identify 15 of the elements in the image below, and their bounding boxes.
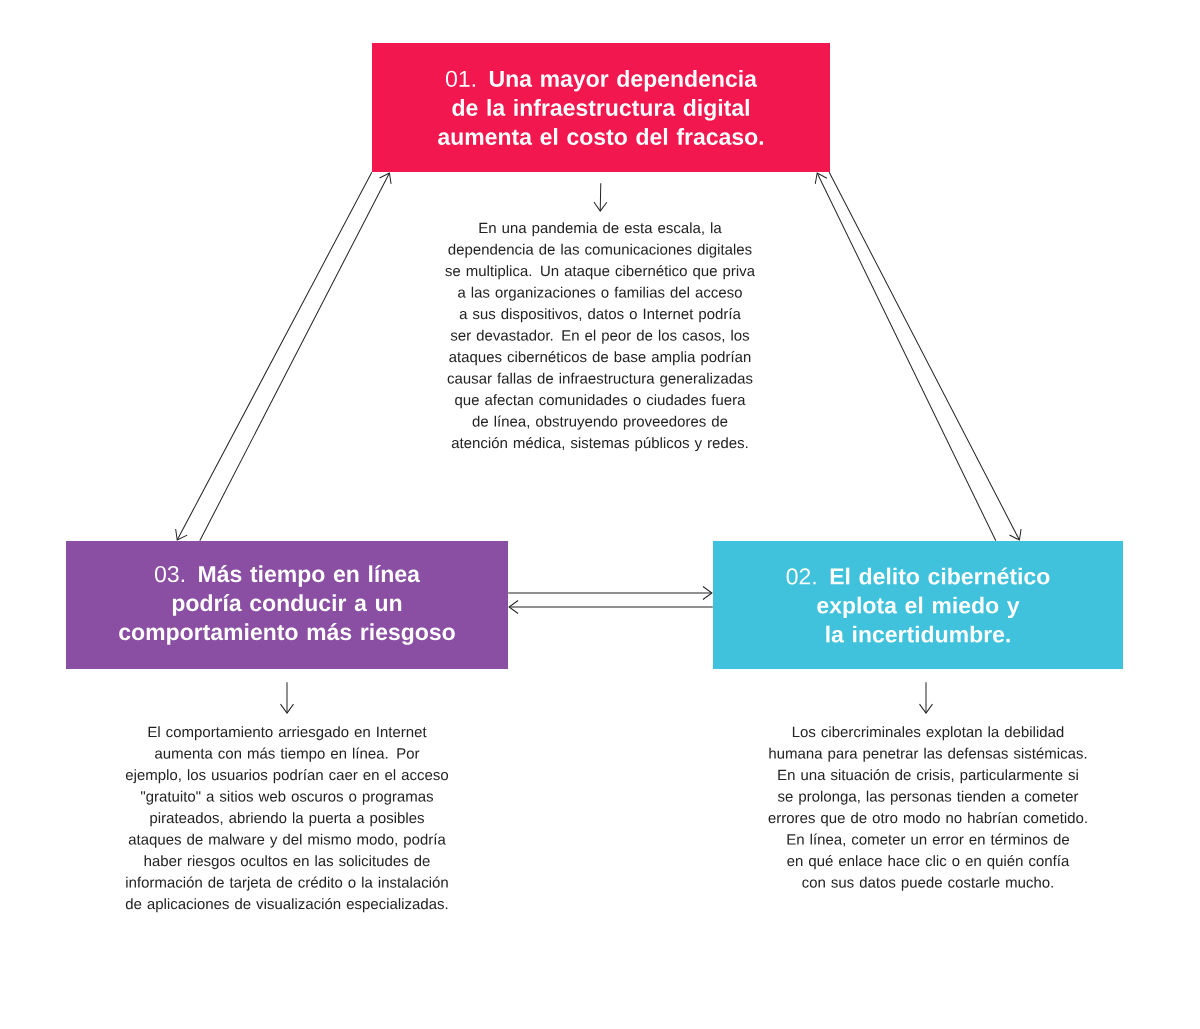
arrow <box>280 681 294 714</box>
arrow <box>919 681 933 714</box>
description-text: Los cibercriminales explotan la debilidad humana para penetrar las defensas sistémicas. En una situación de crisis, particularmente si se prolonga, las personas tienden a cometer errores que de otro modo no habrían cometido. En línea, cometer un error en términos de en qué enlace hace clic o en quién confía con sus datos puede costarle mucho. <box>768 726 1087 891</box>
arrow <box>508 600 714 614</box>
description-text: El comportamiento arriesgado en Internet aumenta con más tiempo en línea. Por ejemplo, los usuarios podrían caer en el acceso "gratuito" a sitios web oscuros o programas pirateados, abriendo la puerta a posibles ataques de malware y del mismo modo, podría haber riesgos ocultos en las solicitudes de información de tarjeta de crédito o la instalación de aplicaciones de visualización especializadas. <box>125 726 449 913</box>
title-box: 01. Una mayor dependencia de la infraestructura digital aumenta el costo del fracaso. <box>372 43 830 172</box>
arrow <box>593 182 608 212</box>
description-text: En una pandemia de esta escala, la dependencia de las comunicaciones digitales se multiplica. Un ataque cibernético que priva a las organizaciones o familias del acceso a sus dispositivos, datos o Internet podría ser devastador. En el peor de los casos, los ataques cibernéticos de base amplia podrían causar fallas de infraestructura generalizadas que afectan comunidades o ciudades fuera de línea, obstruyendo proveedores de atención médica, sistemas públicos y redes. <box>445 222 755 452</box>
arrow <box>814 172 997 542</box>
arrow <box>507 586 713 600</box>
title-box: 02. El delito cibernético explota el miedo y la incertidumbre. <box>713 541 1123 669</box>
arrow <box>199 172 392 542</box>
arrow <box>828 171 1022 541</box>
title-box: 03. Más tiempo en línea podría conducir a un comportamiento más riesgoso <box>66 541 508 669</box>
arrow <box>175 171 373 541</box>
